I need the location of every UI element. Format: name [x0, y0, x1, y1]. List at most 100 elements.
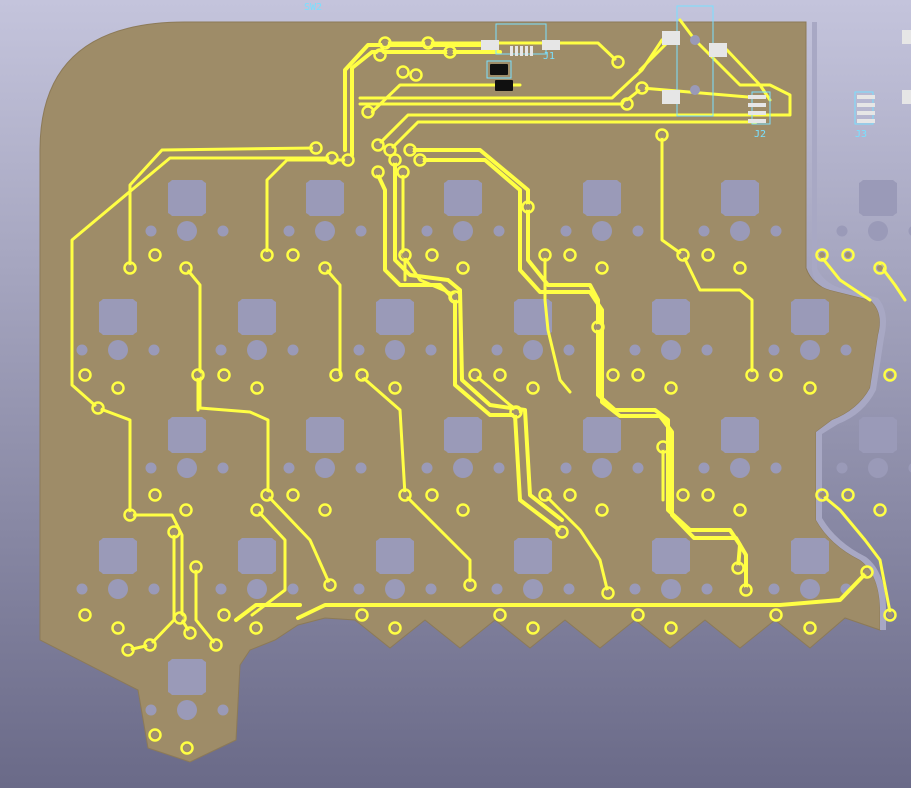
via	[860, 565, 874, 579]
via-drill	[402, 492, 408, 498]
via-ring	[664, 621, 678, 635]
via	[631, 368, 645, 382]
via-ring	[341, 153, 355, 167]
switch-mount-hole	[217, 704, 229, 716]
copper-trace	[401, 170, 457, 297]
via-drill	[253, 625, 259, 631]
via-ring	[493, 368, 507, 382]
via	[655, 128, 669, 142]
via-drill	[624, 101, 630, 107]
switch-mount-hole	[491, 344, 503, 356]
via-drill	[542, 252, 548, 258]
via-drill	[82, 612, 88, 618]
j2-pin	[748, 111, 766, 115]
via-drill	[460, 507, 466, 513]
via-ring	[111, 621, 125, 635]
copper-trace	[383, 41, 620, 64]
via-ring	[371, 138, 385, 152]
via-ring	[148, 488, 162, 502]
via-drill	[152, 732, 158, 738]
via-ring	[173, 611, 187, 625]
via	[250, 503, 264, 517]
via-ring	[745, 368, 759, 382]
key-switch	[491, 538, 575, 599]
switch-center-hole	[868, 458, 888, 478]
switch-pad	[583, 417, 621, 453]
via-ring	[143, 638, 157, 652]
key-switch	[145, 180, 229, 241]
via	[78, 608, 92, 622]
via-ring	[378, 36, 392, 50]
via	[318, 503, 332, 517]
switch-mount-hole	[425, 344, 437, 356]
switch-mount-hole	[632, 462, 644, 474]
via-drill	[400, 69, 406, 75]
switch-pad	[444, 180, 482, 216]
switch-center-hole	[385, 340, 405, 360]
via-ring	[701, 488, 715, 502]
switch-center-hole	[385, 579, 405, 599]
switch-mount-hole	[908, 226, 911, 236]
switch-pad	[791, 299, 829, 335]
switch-mount-hole	[701, 583, 713, 595]
j3-label: J3	[855, 129, 867, 140]
key-switch	[353, 299, 437, 360]
via-ring	[398, 488, 412, 502]
copper-trace	[820, 493, 892, 614]
via-drill	[472, 372, 478, 378]
switch-mount-hole	[355, 225, 367, 237]
switch-mount-hole	[629, 344, 641, 356]
via	[409, 68, 423, 82]
via-ring	[318, 261, 332, 275]
via-drill	[115, 625, 121, 631]
switch-mount-hole	[560, 225, 572, 237]
via	[111, 621, 125, 635]
key-switch	[560, 417, 644, 478]
via-drill	[807, 385, 813, 391]
key-switch	[76, 538, 160, 599]
via	[701, 248, 715, 262]
switch-center-hole	[800, 579, 820, 599]
via-ring	[769, 368, 783, 382]
via-ring	[425, 248, 439, 262]
via-drill	[639, 85, 645, 91]
via-drill	[845, 492, 851, 498]
via	[388, 381, 402, 395]
via-ring	[78, 368, 92, 382]
via-ring	[701, 248, 715, 262]
via	[217, 368, 231, 382]
via-drill	[887, 612, 893, 618]
via-drill	[749, 372, 755, 378]
via	[526, 381, 540, 395]
via	[189, 560, 203, 574]
via-ring	[371, 165, 385, 179]
via	[286, 488, 300, 502]
via-drill	[497, 372, 503, 378]
button-pad	[662, 31, 680, 45]
via-ring	[521, 200, 535, 214]
via-ring	[448, 290, 462, 304]
via-drill	[264, 252, 270, 258]
via	[664, 621, 678, 635]
via-ring	[655, 128, 669, 142]
via-drill	[452, 294, 458, 300]
via-ring	[601, 586, 615, 600]
switch-mount-hole	[283, 225, 295, 237]
via	[323, 578, 337, 592]
via-drill	[184, 745, 190, 751]
switch-center-hole	[523, 579, 543, 599]
switch-center-hole	[315, 458, 335, 478]
switch-pad	[376, 299, 414, 335]
switch-mount-hole	[148, 583, 160, 595]
via	[371, 138, 385, 152]
switch-mount-hole	[215, 583, 227, 595]
via-drill	[221, 612, 227, 618]
via-drill	[668, 385, 674, 391]
via-drill	[193, 564, 199, 570]
via-ring	[733, 261, 747, 275]
via	[413, 153, 427, 167]
via-ring	[180, 741, 194, 755]
j3-outline	[854, 91, 874, 125]
via-drill	[147, 642, 153, 648]
switch-mount-hole	[770, 462, 782, 474]
